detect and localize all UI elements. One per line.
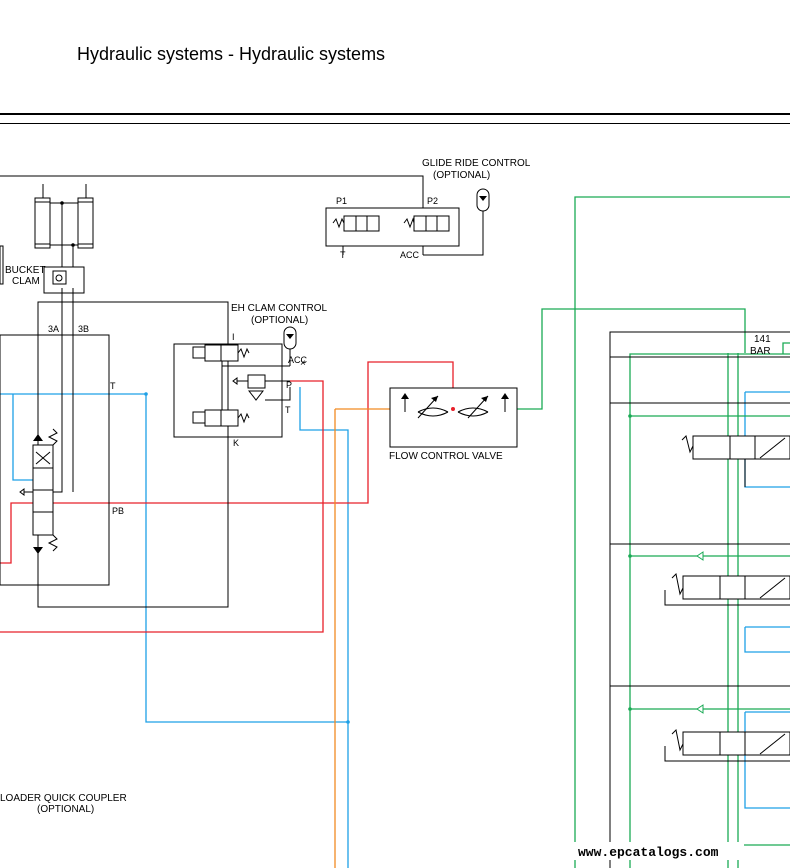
junction-dots [60,201,632,724]
glide-ride-control-label: GLIDE RIDE CONTROL [422,158,531,169]
clam-label: CLAM [12,276,40,287]
bar-value-label: 141 [754,334,771,345]
bucket-label: BUCKET [5,265,46,276]
port-p-eh-label: P [286,380,292,390]
port-p2-label: P2 [427,196,438,206]
port-t-left-label: T [110,381,116,391]
port-3a-label: 3A [48,324,59,334]
port-t-glide-label: T [340,250,346,260]
glide-ride-control-block [325,188,490,256]
orange-lines [334,408,390,868]
glide-ride-optional-label: (OPTIONAL) [433,170,490,181]
green-lines [517,196,790,868]
watermark-text: www.epcatalogs.com [578,845,719,860]
header-rule-thick [0,113,790,115]
flow-control-valve-block [389,387,518,448]
eh-clam-optional-label: (OPTIONAL) [251,315,308,326]
bucket-clam-cylinders [0,184,94,294]
flow-control-valve-label: FLOW CONTROL VALVE [389,451,503,462]
port-pb-label: PB [112,506,124,516]
eh-clam-control-block: × [173,326,306,438]
loader-quick-coupler-label: LOADER QUICK COUPLER [0,793,127,804]
port-p1-label: P1 [336,196,347,206]
right-valve-bank [609,331,790,868]
port-k-eh-label: K [233,438,239,448]
svg-text:×: × [300,358,306,369]
port-3b-label: 3B [78,324,89,334]
loader-quick-coupler-blocks [0,288,229,608]
bar-unit-label: BAR [750,346,771,357]
port-acc-eh-label: ACC [288,355,308,365]
port-t-eh-label: T [285,405,291,415]
page-title: Hydraulic systems - Hydraulic systems [77,44,386,64]
header-rule-thin [0,123,790,124]
port-i-label: I [232,332,235,342]
red-lines [0,361,454,633]
eh-clam-control-label: EH CLAM CONTROL [231,303,328,314]
port-acc-glide-label: ACC [400,250,420,260]
loader-optional-label: (OPTIONAL) [37,804,94,815]
